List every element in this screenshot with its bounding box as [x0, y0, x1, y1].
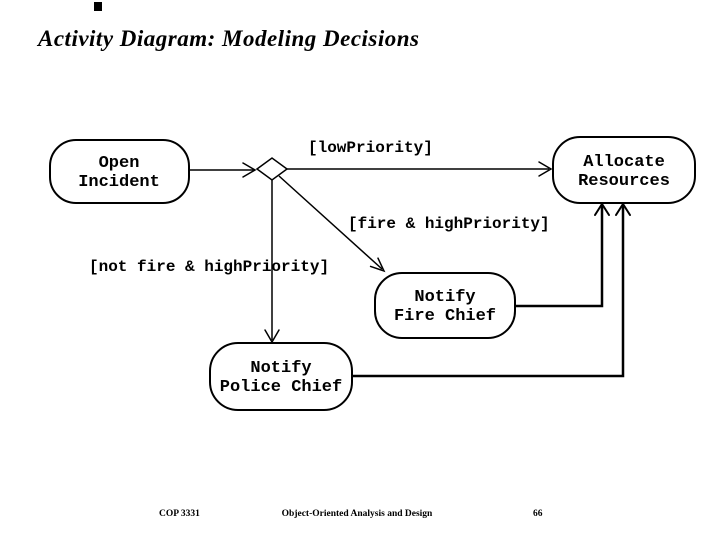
activity-node-open-incident: Open Incident — [49, 139, 190, 204]
activity-node-allocate-resources: Allocate Resources — [552, 136, 696, 204]
edge-open-incident-arrowhead-icon — [242, 162, 257, 178]
edge-fire-chief-to-allocate — [515, 206, 604, 308]
activity-node-notify-police-chief-label-line2: Police Chief — [220, 378, 342, 397]
edge-decision-to-allocate-arrowhead-icon — [538, 161, 553, 177]
activity-node-open-incident-label-line2: Incident — [78, 173, 160, 192]
activity-node-notify-police-chief-shape — [209, 342, 353, 411]
guard-label-low-priority: [lowPriority] — [308, 139, 433, 157]
activity-node-notify-police-chief: Notify Police Chief — [209, 342, 353, 411]
activity-node-allocate-resources-shape — [552, 136, 696, 204]
edge-decision-to-fire-chief — [278, 175, 383, 270]
page-title: Activity Diagram: Modeling Decisions — [38, 26, 420, 51]
activity-node-notify-fire-chief-label-line1: Notify — [414, 288, 475, 307]
footer-title: Object-Oriented Analysis and Design — [281, 509, 433, 519]
slide-corner-mark — [94, 2, 102, 11]
activity-node-notify-fire-chief-shape — [374, 272, 516, 339]
activity-node-allocate-resources-label-line1: Allocate — [583, 153, 665, 172]
activity-node-notify-police-chief-label-line1: Notify — [250, 359, 311, 378]
edge-police-chief-to-allocate — [352, 206, 625, 378]
decision-diamond — [255, 157, 289, 181]
activity-node-allocate-resources-label-line2: Resources — [578, 172, 670, 191]
footer-course-code: COP 3331 — [159, 509, 200, 519]
guard-label-fire-high-priority: [fire & highPriority] — [348, 215, 550, 233]
edge-decision-to-fire-chief-arrowhead-icon — [369, 257, 386, 273]
footer-page-number: 66 — [533, 509, 543, 519]
activity-node-open-incident-shape — [49, 139, 190, 204]
activity-node-open-incident-label-line1: Open — [99, 154, 140, 173]
activity-node-notify-fire-chief-label-line2: Fire Chief — [394, 307, 496, 326]
guard-label-not-fire-high-priority: [not fire & highPriority] — [89, 258, 329, 276]
activity-node-notify-fire-chief: Notify Fire Chief — [374, 272, 516, 339]
